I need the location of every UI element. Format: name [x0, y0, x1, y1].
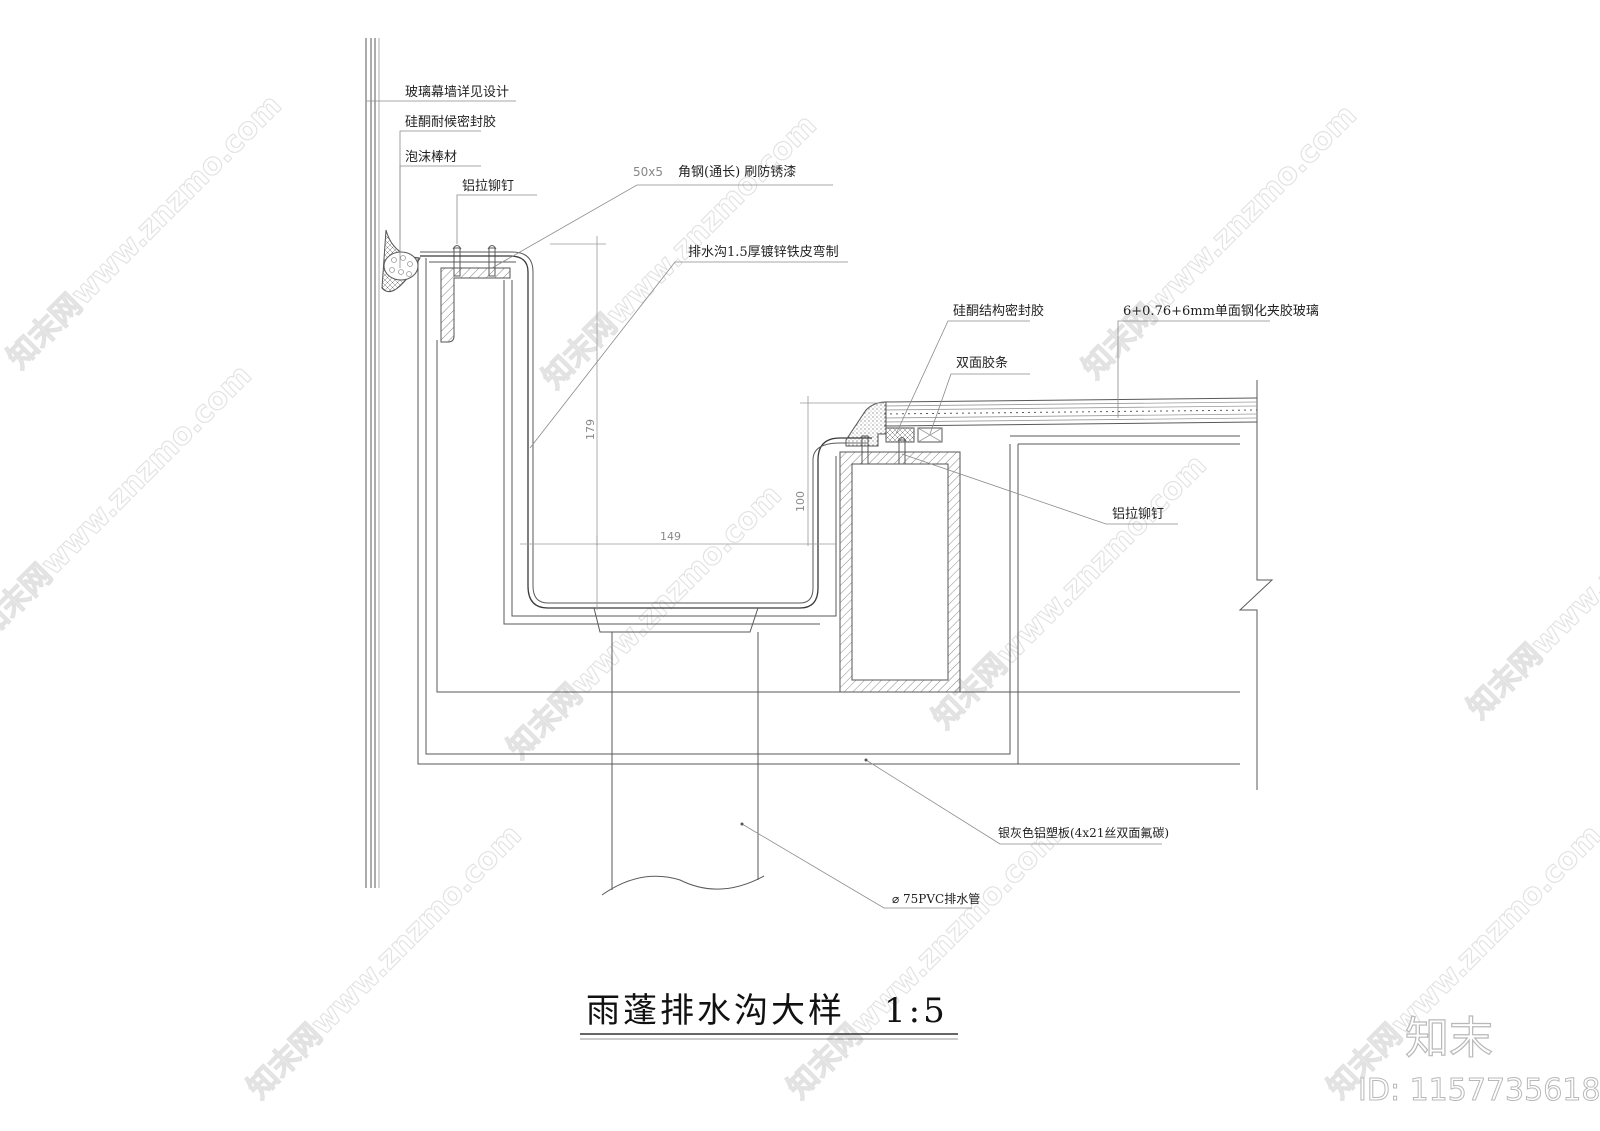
rivets-right	[861, 435, 907, 465]
dimension-value-179: 179	[584, 419, 597, 440]
callout-gutter: 排水沟1.5厚镀锌铁皮弯制	[529, 244, 848, 449]
watermark-text: 知末网www.znzmo.com	[1076, 98, 1364, 386]
label-structural-sealant: 硅酮结构密封胶	[953, 303, 1044, 319]
dimension-value-149: 149	[660, 530, 681, 543]
brand-mark: 知末 ID: 1157735618	[1358, 1012, 1600, 1108]
drawing-title: 雨蓬排水沟大样	[586, 991, 845, 1031]
steel-tube	[839, 451, 961, 693]
acp-panel-outline	[417, 258, 1274, 790]
brand-id: ID: 1157735618	[1358, 1073, 1600, 1108]
label-acp-panel: 银灰色铝塑板(4x21丝双面氟碳)	[998, 825, 1169, 840]
watermark-text: 知末网www.znzmo.com	[241, 818, 529, 1106]
label-weather-sealant: 硅酮耐候密封胶	[405, 114, 496, 130]
rivets-left	[452, 245, 497, 277]
label-rivet-left: 铝拉铆钉	[462, 179, 514, 194]
label-angle-steel: 角钢(通长) 刷防锈漆	[678, 164, 796, 180]
dimension-149: 149	[520, 530, 836, 610]
foam-rod	[381, 229, 421, 292]
watermark-text: 知末网www.znzmo.com	[1461, 438, 1600, 726]
laminated-glass	[883, 397, 1258, 427]
drawing-title-block: 雨蓬排水沟大样 1:5	[580, 991, 958, 1040]
callout-pvc-pipe: ⌀ 75PVC排水管	[740, 822, 980, 909]
watermark-text: 知末网www.znzmo.com	[1, 88, 289, 376]
label-pvc-pipe: ⌀ 75PVC排水管	[892, 891, 980, 906]
label-foam-rod: 泡沫棒材	[405, 150, 457, 165]
label-gutter: 排水沟1.5厚镀锌铁皮弯制	[688, 244, 839, 260]
callout-rivet-left: 铝拉铆钉	[456, 179, 537, 244]
drawing-scale: 1:5	[884, 991, 948, 1031]
callout-tape: 双面胶条	[929, 355, 1030, 435]
angle-steel	[429, 261, 516, 343]
label-curtain-wall: 玻璃幕墙详见设计	[405, 85, 509, 100]
watermark-text: 知末网www.znzmo.com	[0, 358, 259, 646]
callout-rivet-right: 铝拉铆钉	[901, 453, 1178, 525]
dimension-100: 100	[794, 396, 884, 546]
curtain-wall	[365, 38, 380, 888]
watermark-layer: 知末网www.znzmo.com 知末网www.znzmo.com 知末网www…	[0, 87, 1600, 1106]
watermark-text: 知末网www.znzmo.com	[926, 448, 1214, 736]
callout-foam-rod: 泡沫棒材	[399, 150, 481, 268]
double-sided-tape	[917, 427, 943, 443]
callout-glass: 6+0.76+6mm单面钢化夹胶玻璃	[1117, 303, 1319, 418]
structural-sealant	[845, 401, 915, 447]
callout-weather-sealant: 硅酮耐候密封胶	[399, 114, 496, 240]
label-rivet-right: 铝拉铆钉	[1112, 507, 1164, 522]
watermark-text: 知末网www.znzmo.com	[781, 818, 1069, 1106]
dimension-value-100: 100	[794, 491, 807, 512]
label-glass: 6+0.76+6mm单面钢化夹胶玻璃	[1123, 303, 1319, 319]
dimension-179: 179	[550, 236, 606, 546]
callout-structural-sealant: 硅酮结构密封胶	[895, 303, 1044, 435]
watermark-text: 知末网www.znzmo.com	[501, 478, 789, 766]
callout-angle-steel: 50x5 角钢(通长) 刷防锈漆	[491, 164, 833, 269]
label-tape: 双面胶条	[956, 355, 1008, 371]
callout-curtain-wall: 玻璃幕墙详见设计	[366, 85, 516, 102]
brand-logo: 知末	[1405, 1013, 1493, 1064]
gutter-sheet	[420, 251, 872, 625]
label-angle-size: 50x5	[633, 165, 663, 179]
drain-outlet	[593, 607, 765, 896]
callout-acp-panel: 银灰色铝塑板(4x21丝双面氟碳)	[864, 758, 1169, 845]
